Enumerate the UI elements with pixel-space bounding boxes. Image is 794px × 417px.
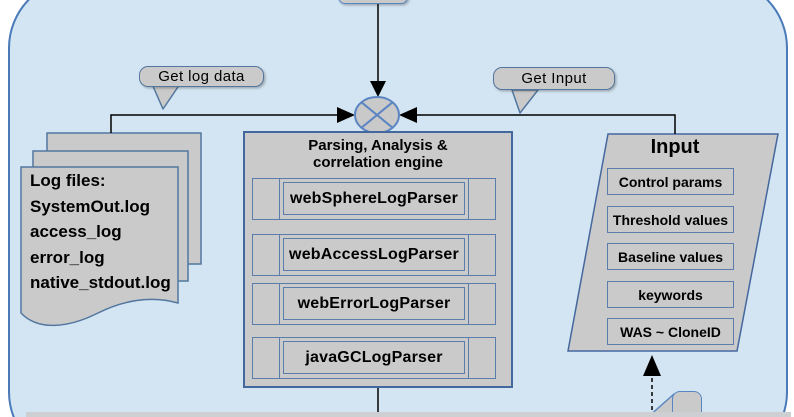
input-panel-title: Input (650, 136, 700, 158)
top-connector-box (338, 0, 408, 4)
callout-get-input-label: Get Input (521, 70, 587, 87)
log-files-title: Log files: (30, 171, 106, 190)
bottom-edge-bar (26, 412, 791, 417)
parser-row-right-cell (468, 235, 495, 275)
log-data-connector-line (110, 114, 338, 133)
log-files-stack (20, 132, 202, 327)
arrow-down-icon (370, 81, 386, 97)
parser-row-left-cell (253, 235, 280, 275)
input-item: keywords (607, 281, 734, 308)
arrow-up-icon (643, 355, 661, 376)
callout-get-input: Get Input (493, 67, 615, 90)
engine-title-line2: correlation engine (312, 154, 444, 171)
arrow-right-icon (337, 107, 355, 123)
get-input-tail (511, 89, 539, 114)
log-file-name: access_log (30, 222, 122, 241)
parser-row-right-cell (468, 179, 495, 219)
parser-row: webAccessLogParser (252, 234, 496, 276)
parser-name: javaGCLogParser (283, 341, 465, 374)
input-item: Threshold values (607, 206, 734, 233)
parser-name: webAccessLogParser (283, 238, 465, 271)
input-connector-line (416, 114, 676, 134)
parser-name: webErrorLogParser (283, 287, 465, 320)
get-log-data-tail (151, 83, 181, 110)
input-item: WAS ~ CloneID (607, 318, 734, 345)
log-sheet-front (20, 166, 179, 327)
engine-title: Parsing, Analysis & correlation engine (245, 137, 511, 171)
engine-title-line1: Parsing, Analysis & (308, 137, 448, 154)
log-file-name: error_log (30, 247, 105, 267)
log-files-list: Log files: SystemOut.log access_log erro… (30, 168, 180, 296)
parser-row-right-cell (468, 284, 495, 324)
parser-row-left-cell (253, 338, 280, 378)
parser-row: webErrorLogParser (252, 283, 496, 325)
parser-row-left-cell (253, 179, 280, 219)
log-file-name: native_stdout.log (30, 273, 171, 292)
parser-row-right-cell (468, 338, 495, 378)
merge-junction-icon (354, 96, 400, 134)
input-item: Baseline values (607, 243, 734, 270)
log-file-name: SystemOut.log (30, 196, 150, 216)
parser-row: javaGCLogParser (252, 337, 496, 379)
callout-get-log-data: Get log data (139, 66, 264, 87)
parser-name: webSphereLogParser (283, 182, 465, 215)
input-item: Control params (607, 168, 734, 195)
callout-get-log-data-label: Get log data (158, 68, 245, 85)
parser-row: webSphereLogParser (252, 178, 496, 220)
parser-row-left-cell (253, 284, 280, 324)
engine-box: Parsing, Analysis & correlation engine w… (243, 131, 513, 388)
arrow-left-icon (399, 107, 417, 123)
